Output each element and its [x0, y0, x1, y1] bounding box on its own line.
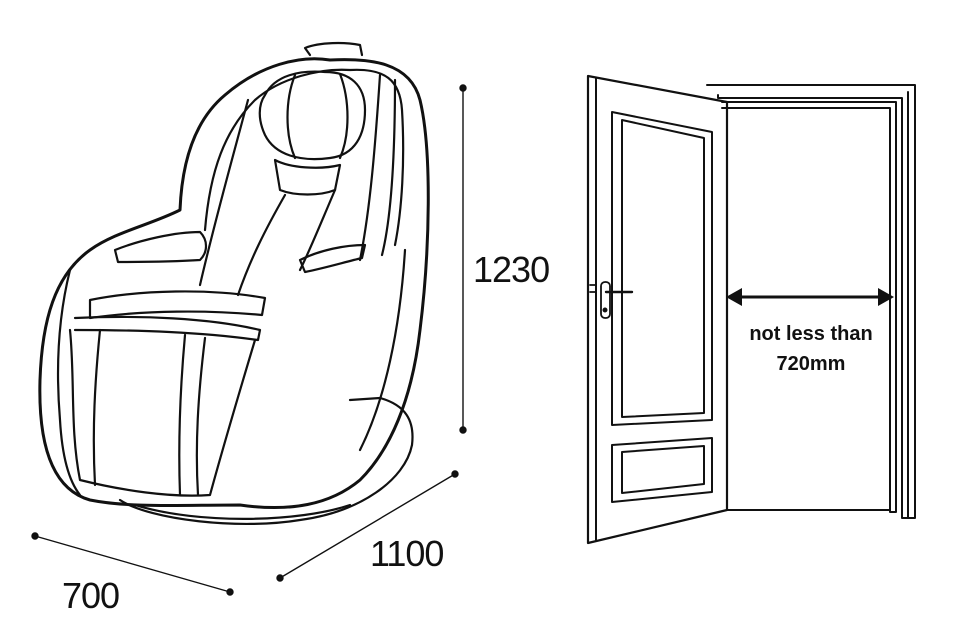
chair-left-side: [56, 268, 82, 497]
chair-outer-shell: [38, 57, 430, 510]
height-dimension-line: [459, 84, 467, 434]
double-arrow-icon: [726, 288, 894, 306]
door-icon: [586, 74, 916, 545]
chair-headrest-seam-1: [286, 73, 297, 160]
chair-right-side: [358, 248, 407, 452]
chair-neck-support: [273, 158, 342, 196]
height-label: 1230: [473, 249, 549, 290]
door-note-line1: not less than: [749, 323, 872, 345]
chair-back-line-1: [198, 98, 250, 287]
chair-seat-front: [73, 315, 262, 342]
chair-back-line-3: [298, 188, 337, 272]
width-label: 700: [62, 575, 119, 616]
door-handle-icon: [589, 281, 634, 319]
chair-headrest-seam-2: [338, 72, 349, 160]
chair-left-armrest: [113, 230, 208, 264]
chair-legrest-line-2: [178, 333, 187, 497]
door-lower-panel: [611, 437, 713, 503]
chair-back-line-2: [236, 193, 287, 297]
door-note-line2: 720mm: [777, 353, 846, 375]
chair-seat: [88, 290, 267, 320]
depth-label: 1100: [370, 533, 443, 574]
door-frame-inner: [721, 101, 897, 513]
door-upper-panel: [611, 111, 713, 426]
width-dimension-line: [31, 532, 234, 596]
chair-back-line-4: [358, 73, 382, 262]
chair-back-inner: [203, 68, 405, 247]
door-frame: [706, 84, 916, 519]
chair-headrest: [258, 70, 367, 161]
chair-legrest-line-1: [92, 328, 102, 487]
chair-top-cap: [303, 41, 364, 57]
chair-legrest-line-3: [195, 336, 207, 497]
door-lower-panel-inner: [621, 445, 705, 494]
chair-base-inner: [133, 503, 352, 520]
chair-back-line-5: [380, 78, 397, 257]
chair-base: [118, 396, 414, 526]
chair-right-armrest: [298, 243, 367, 274]
chair-legrest: [68, 328, 257, 497]
door-leaf: [586, 74, 729, 545]
massage-chair-icon: [38, 41, 430, 526]
door-upper-panel-inner: [621, 119, 705, 418]
depth-dimension-line: [276, 470, 459, 582]
